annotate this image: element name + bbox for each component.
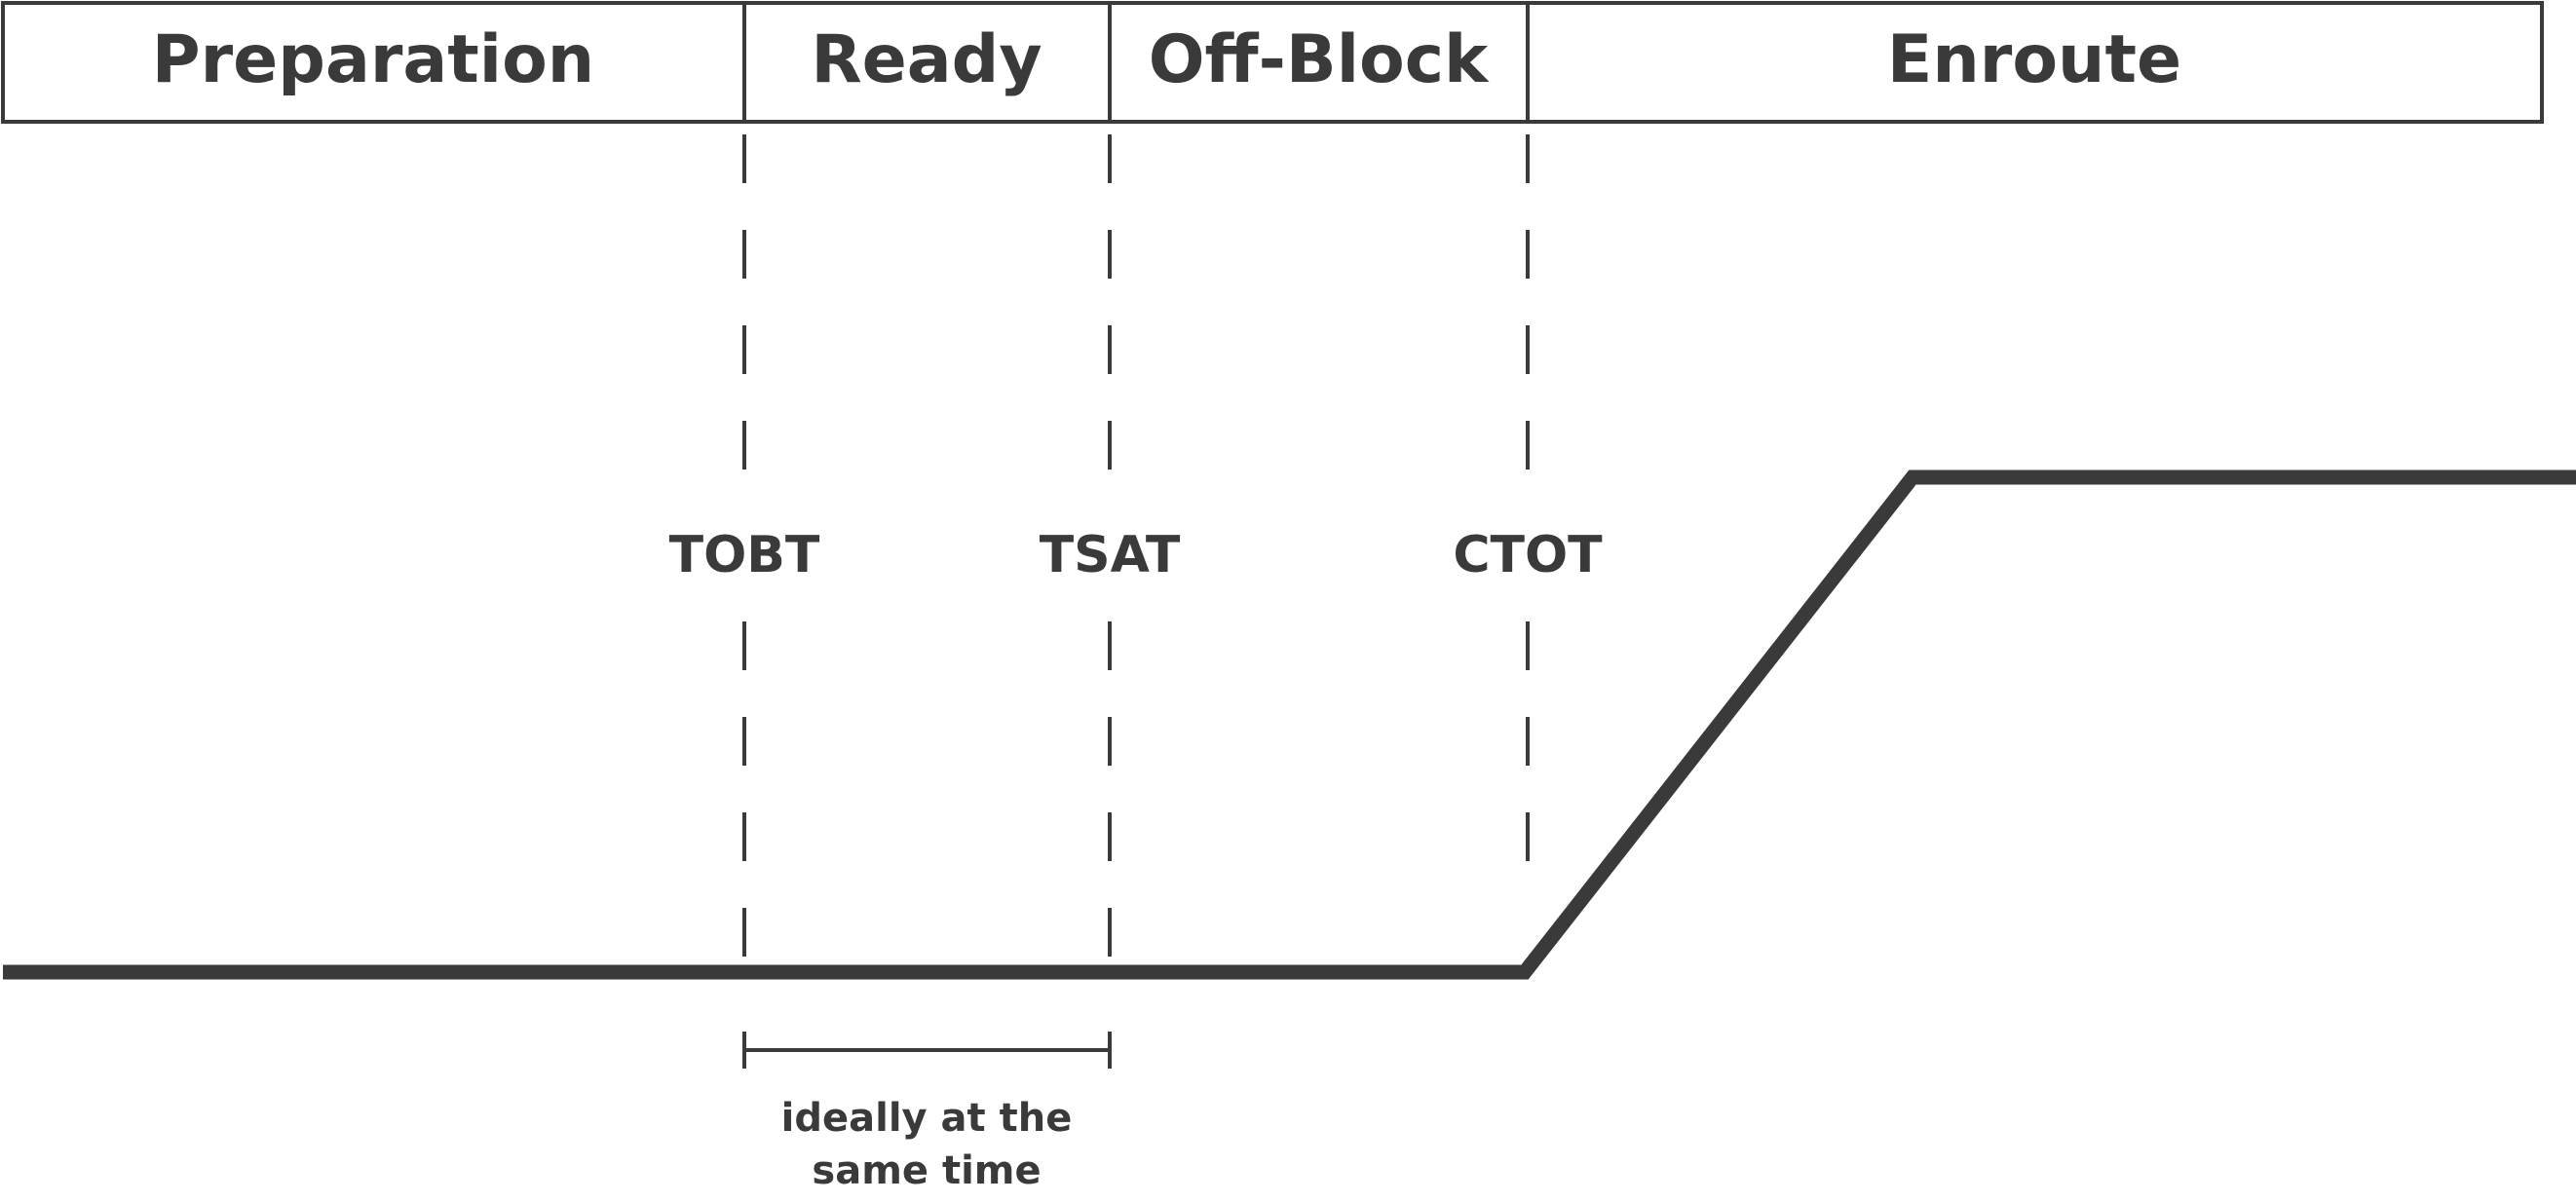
tobt-label: TOBT [669,526,820,584]
phase-enroute-label: Enroute [1887,21,2181,98]
ctot-label: CTOT [1453,526,1603,584]
time-markers [742,134,1530,959]
phase-header-frame [1,1,2544,124]
tsat-label: TSAT [1040,526,1181,584]
tobt-tsat-bracket [742,1032,1112,1069]
bracket-note-line-1: ideally at the [781,1096,1073,1141]
phase-off-block-label: Off-Block [1149,21,1490,98]
flight-profile-line [3,470,2576,980]
phase-header: Preparation Ready Off-Block Enroute [1,1,2544,124]
bracket-note-line-2: same time [812,1148,1041,1193]
phase-preparation-label: Preparation [152,21,594,98]
phase-ready-label: Ready [811,21,1042,98]
